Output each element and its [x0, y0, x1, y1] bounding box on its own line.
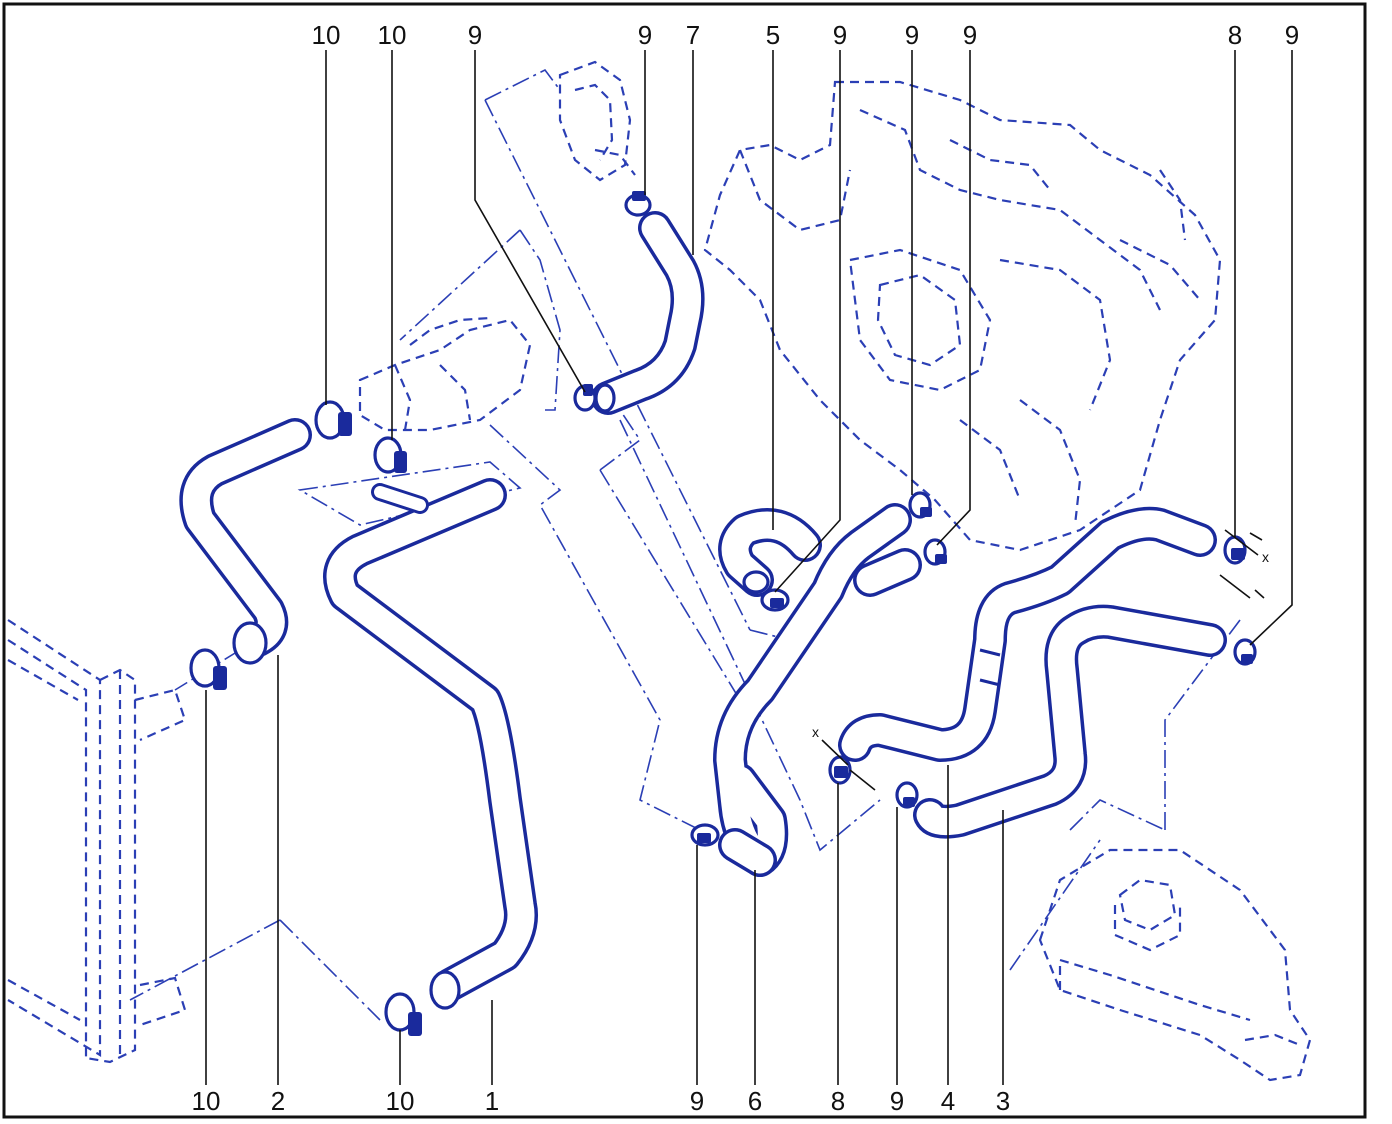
clamps: [189, 191, 1257, 1036]
label-top-9d: 9: [905, 20, 919, 50]
hose-3: [913, 604, 1227, 839]
phantom-lines: [129, 68, 1241, 1021]
hose-clamp-10: [189, 648, 227, 690]
hose-6-branch: [853, 548, 922, 597]
hose-clamp-8: [828, 755, 852, 785]
radiator-ghost: [7, 619, 187, 1064]
label-bottom-4: 4: [941, 1086, 955, 1116]
hose-7: [591, 211, 705, 415]
hose-clamp-9: [895, 781, 919, 809]
hose-clamp-9: [690, 823, 720, 847]
label-top-10a: 10: [312, 20, 341, 50]
label-top-5: 5: [766, 20, 780, 50]
label-top-9a: 9: [468, 20, 482, 50]
dimension-x-label: x: [812, 724, 819, 740]
hose-clamp-9: [1233, 638, 1257, 666]
hose-clamp-9: [923, 538, 947, 566]
label-bottom-8: 8: [831, 1086, 845, 1116]
dimension-x-label: x: [1262, 549, 1269, 565]
hose-clamp-10: [314, 400, 352, 440]
label-bottom-10b: 10: [386, 1086, 415, 1116]
label-top-8: 8: [1228, 20, 1242, 50]
thermostat-housing-ghost: [358, 316, 532, 432]
label-bottom-10a: 10: [192, 1086, 221, 1116]
label-top-9c: 9: [833, 20, 847, 50]
engine-block-ghost: [703, 80, 1222, 552]
hose-2: [179, 418, 312, 665]
label-top-7: 7: [686, 20, 700, 50]
hose-clamp-10: [373, 436, 407, 474]
hose-clamp-9: [760, 588, 790, 612]
label-top-9f: 9: [1285, 20, 1299, 50]
label-bottom-6: 6: [748, 1086, 762, 1116]
label-top-9e: 9: [963, 20, 977, 50]
label-bottom-9b: 9: [890, 1086, 904, 1116]
hose-clamp-9: [908, 491, 932, 519]
label-bottom-1: 1: [485, 1086, 499, 1116]
hose-6: [713, 503, 912, 877]
label-bottom-3: 3: [996, 1086, 1010, 1116]
label-bottom-2: 2: [271, 1086, 285, 1116]
label-bottom-9a: 9: [690, 1086, 704, 1116]
hose-4: [838, 506, 1217, 762]
bottom-labels: 10 2 10 1 9 6 8 9 4 3: [192, 1086, 1011, 1116]
diagram-frame: [2, 2, 1367, 1119]
hose-clamp-8: [1223, 535, 1247, 565]
leader-lines: [205, 50, 1293, 1085]
hose-clamp-10: [384, 992, 422, 1036]
label-top-10b: 10: [378, 20, 407, 50]
heater-ghost: [558, 60, 636, 182]
expansion-tank-ghost: [1038, 848, 1312, 1082]
top-labels: 10 10 9 9 7 5 9 9 9 8 9: [312, 20, 1300, 50]
hose-clamp-9: [573, 384, 597, 412]
hose-clamp-9: [624, 191, 652, 217]
dimension-marks: x x: [812, 529, 1269, 791]
label-top-9b: 9: [638, 20, 652, 50]
hose-5: [718, 508, 822, 597]
hose-1: [323, 478, 538, 1010]
